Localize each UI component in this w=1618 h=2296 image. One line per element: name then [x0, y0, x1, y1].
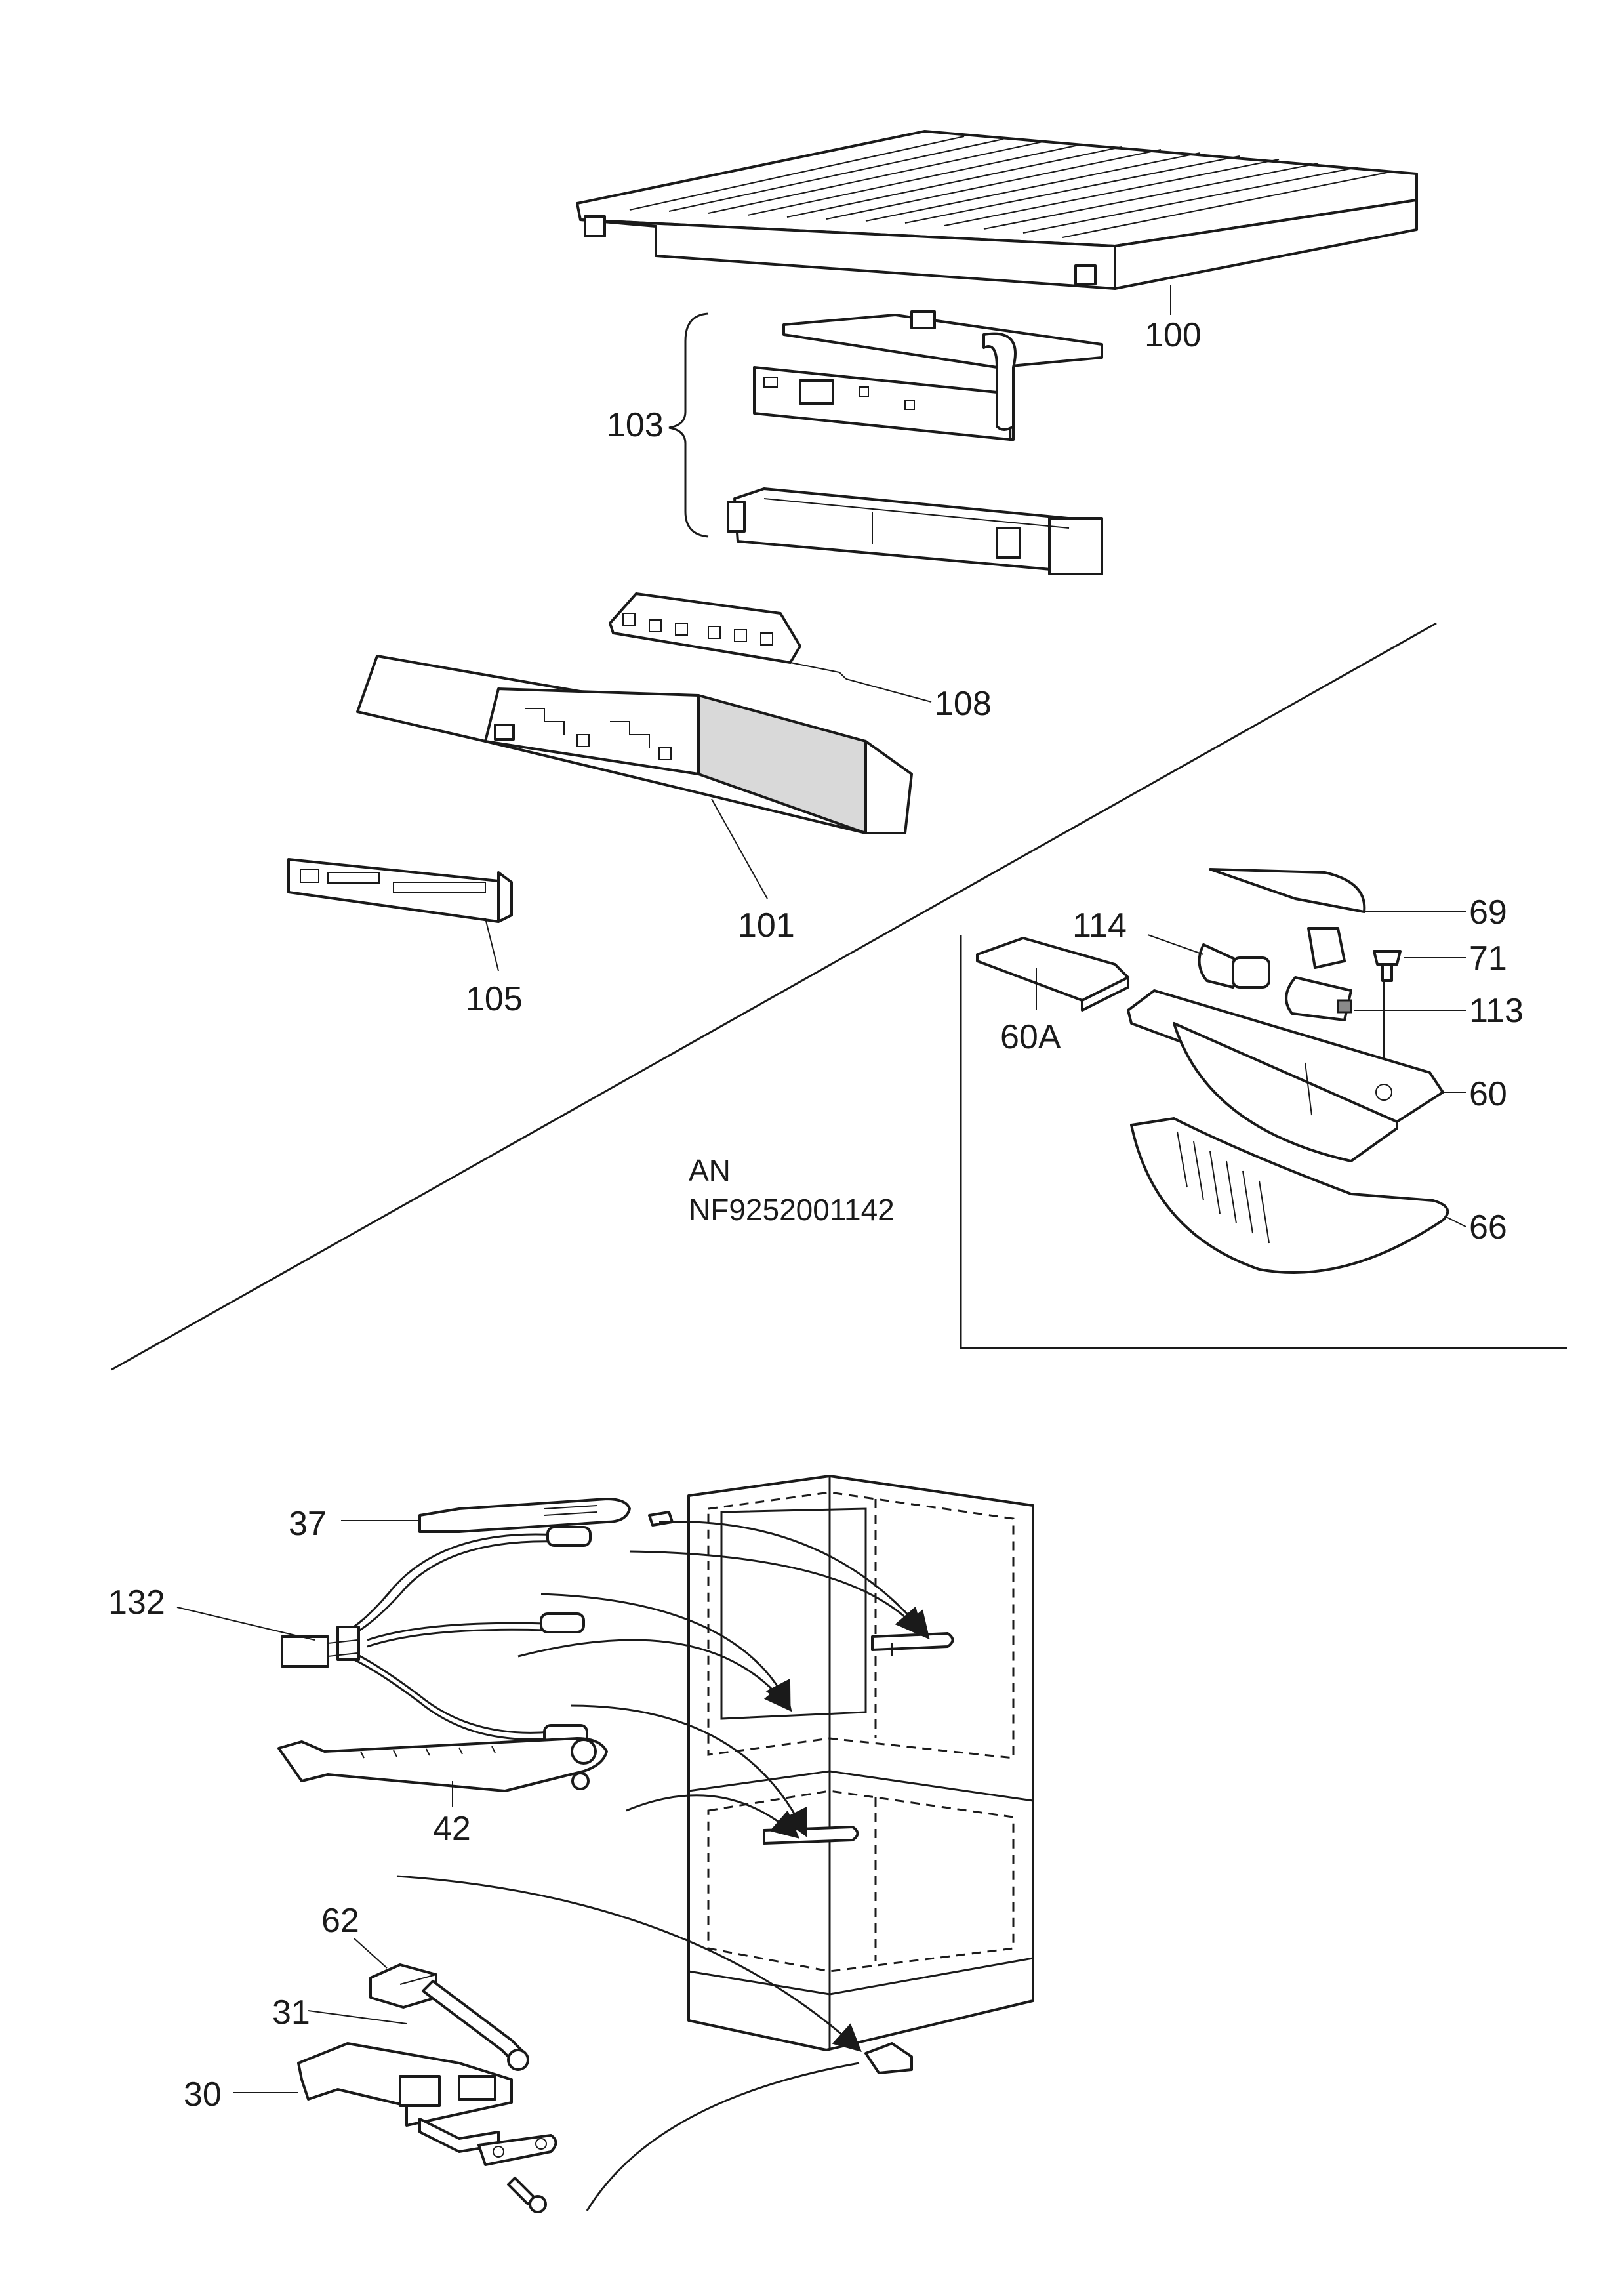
- part-100-shelf: [576, 130, 1418, 290]
- label-31: 31: [272, 1994, 310, 2032]
- inset-frame: [960, 935, 1567, 1349]
- part-132-wiring-harness: [281, 1526, 592, 1745]
- part-101-control-panel: [356, 655, 913, 834]
- part-30-thermostat-bracket: [297, 2042, 557, 2213]
- part-103-control-board: [753, 310, 1103, 441]
- part-113-lamp-holder: [1285, 976, 1352, 1021]
- part-114-bulb: [1198, 943, 1270, 989]
- label-66: 66: [1469, 1208, 1507, 1246]
- drawing-code-line1: AN: [689, 1153, 731, 1187]
- part-71-screw: [1373, 950, 1402, 982]
- label-62: 62: [321, 1902, 359, 1940]
- label-113: 113: [1469, 992, 1524, 1030]
- part-thermostat-mounted: [864, 2042, 913, 2074]
- part-108-connector: [609, 592, 847, 680]
- label-132: 132: [108, 1584, 165, 1622]
- label-42: 42: [433, 1810, 471, 1848]
- part-sensor-mounted-top: [871, 1632, 954, 1656]
- label-60A: 60A: [1000, 1018, 1061, 1056]
- part-sensor-mounted-middle: [763, 1826, 859, 1845]
- fridge-cabinet: [687, 1475, 1034, 2051]
- part-105-panel-insert: [287, 858, 513, 923]
- part-31-rod: [422, 1980, 529, 2071]
- label-101: 101: [738, 907, 795, 945]
- section-divider-line: [111, 622, 1437, 1371]
- drawing-code-line2: NF9252001142: [689, 1193, 895, 1227]
- label-37: 37: [289, 1505, 327, 1543]
- label-105: 105: [466, 980, 523, 1018]
- part-60A-bracket: [976, 937, 1129, 1012]
- part-66-lamp-diffuser: [1130, 1117, 1449, 1274]
- brace-103: [668, 312, 709, 538]
- part-42-sensor: [277, 1737, 608, 1792]
- part-37-sensor: [418, 1498, 674, 1533]
- label-100: 100: [1144, 316, 1202, 354]
- part-clip: [1307, 927, 1346, 969]
- label-108: 108: [935, 685, 992, 723]
- part-103-board-housing: [727, 487, 1103, 575]
- part-69-lamp-cover: [1209, 868, 1366, 913]
- label-30: 30: [184, 2076, 222, 2114]
- label-103: 103: [607, 406, 664, 444]
- label-60: 60: [1469, 1075, 1507, 1113]
- label-114: 114: [1072, 907, 1127, 945]
- label-69: 69: [1469, 893, 1507, 932]
- label-71: 71: [1469, 939, 1507, 977]
- assembly-arrows: [396, 1520, 930, 2211]
